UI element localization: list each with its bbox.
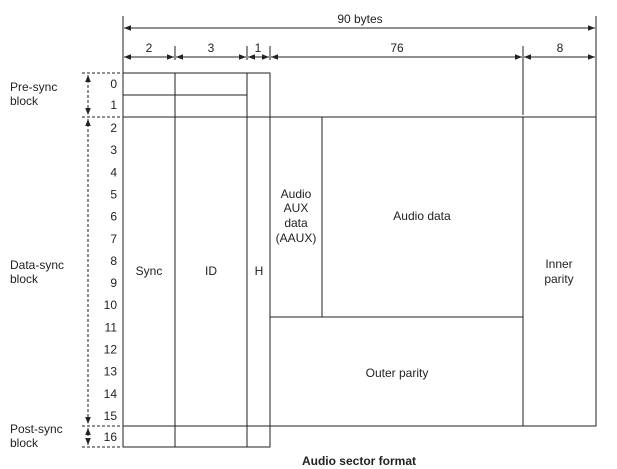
inner-parity-label-line2: parity — [544, 272, 573, 286]
row-number-label: 2 — [110, 121, 117, 135]
total-width-label: 90 bytes — [337, 12, 382, 26]
column-width-sync: 2 — [146, 41, 153, 55]
row-number-label: 12 — [104, 343, 118, 357]
row-group-brackets: Pre-sync block Data-sync block Post-sync… — [10, 72, 121, 450]
data-sync-label-line2: block — [10, 272, 39, 286]
aaux-label-line3: data — [284, 216, 308, 230]
row-number-label: 4 — [110, 165, 117, 179]
row-number-label: 13 — [104, 365, 118, 379]
row-number-label: 11 — [105, 320, 118, 334]
row-number-label: 5 — [110, 188, 117, 202]
row-number-label: 15 — [104, 409, 118, 423]
row-number-label: 6 — [110, 210, 117, 224]
pre-sync-label-line1: Pre-sync — [10, 80, 57, 94]
post-sync-label-line1: Post-sync — [10, 422, 63, 436]
row-number-label: 0 — [110, 77, 117, 91]
row-number-label: 7 — [110, 232, 117, 246]
sync-label: Sync — [136, 264, 163, 278]
inner-parity-label-line1: Inner — [545, 257, 572, 271]
id-label: ID — [205, 264, 217, 278]
data-sync-region — [122, 116, 597, 427]
post-sync-label-line2: block — [10, 436, 39, 450]
sector-grid — [122, 72, 597, 448]
column-width-payload: 76 — [390, 41, 404, 55]
row-number-label: 14 — [104, 387, 118, 401]
dimension-annotations: 90 bytes 2 3 1 76 8 — [122, 12, 597, 117]
outer-parity-label: Outer parity — [366, 366, 429, 380]
aaux-label-line4: (AAUX) — [276, 231, 317, 245]
row-number-label: 8 — [110, 254, 117, 268]
row-number-label: 3 — [110, 143, 117, 157]
data-sync-label-line1: Data-sync — [10, 258, 64, 272]
column-width-header: 1 — [255, 41, 262, 55]
pre-sync-label-line2: block — [10, 94, 39, 108]
post-sync-region — [122, 425, 271, 448]
column-width-parity: 8 — [557, 41, 564, 55]
row-number-label: 16 — [104, 430, 118, 444]
diagram-caption: Audio sector format — [302, 454, 416, 468]
audio-data-label: Audio data — [393, 209, 451, 223]
row-number-label: 1 — [110, 98, 117, 112]
aaux-label-line1: Audio — [281, 187, 312, 201]
region-labels: Sync ID H Audio AUX data (AAUX) Audio da… — [136, 187, 574, 380]
row-number-label: 10 — [104, 298, 118, 312]
row-number-label: 9 — [110, 276, 117, 290]
header-label: H — [255, 264, 264, 278]
column-width-id: 3 — [208, 41, 215, 55]
aaux-label-line2: AUX — [284, 201, 309, 215]
